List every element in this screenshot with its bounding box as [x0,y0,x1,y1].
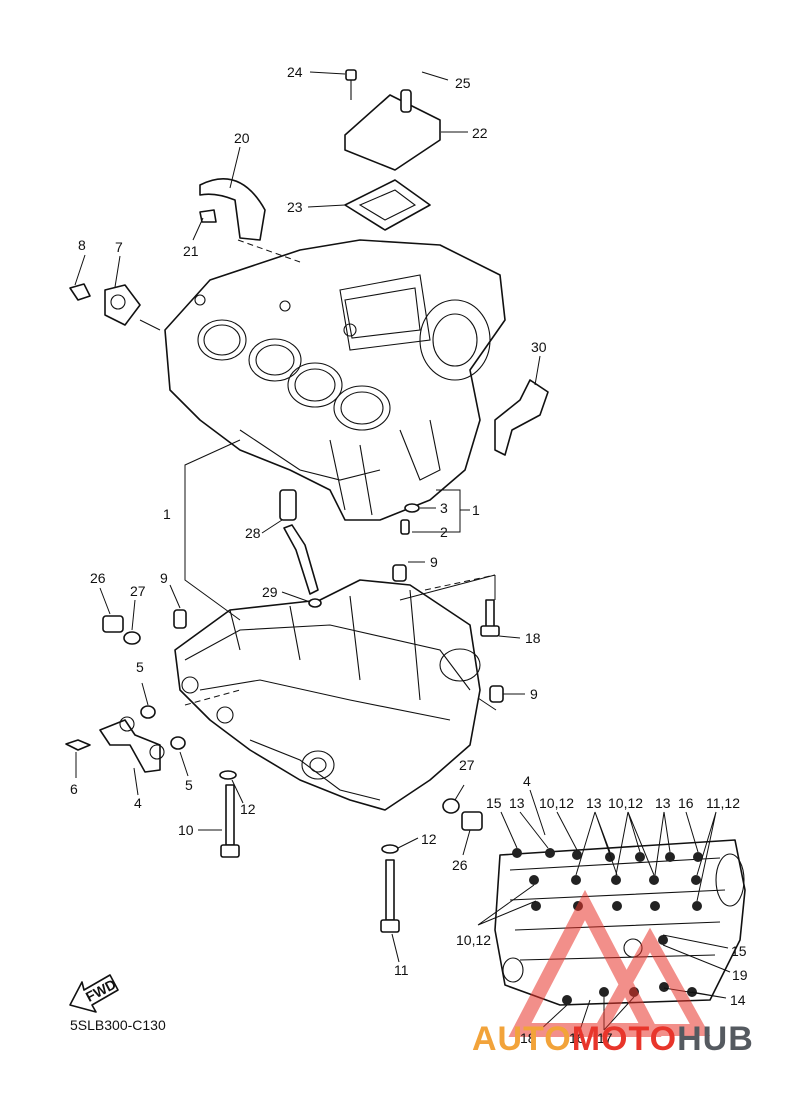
watermark-logo [508,889,711,1037]
callout-label: 1 [472,502,480,518]
callout-label: 11,12 [706,795,740,811]
callout-label: 9 [430,554,438,570]
o-rings [140,503,420,750]
callout-label: 13 [586,795,602,811]
callout-label: 4 [523,773,531,789]
callout-label: 16 [569,1030,585,1046]
callout-label: 12 [240,801,256,817]
callout-label: 25 [455,75,471,91]
watermark-part2: MOTO [571,1020,678,1058]
callout-label: 16 [678,795,694,811]
callout-label: 19 [732,967,748,983]
callout-label: 26 [452,857,468,873]
callout-label: 11 [394,962,409,978]
callout-label: 7 [115,239,123,255]
callout-label: 6 [70,781,78,797]
callout-label: 12 [421,831,437,847]
callout-label: 27 [459,757,475,773]
oil-level-gauge [279,489,319,595]
callout-label: 5 [185,777,193,793]
cover-plate [199,178,266,241]
callout-label: 13 [655,795,671,811]
watermark-part3: HUB [677,1020,754,1058]
callout-label: 8 [78,237,86,253]
callout-label: 17 [597,1030,613,1046]
callout-label: 2 [440,524,448,540]
callout-label: 14 [730,992,746,1008]
callout-label: 3 [440,500,448,516]
callout-label: 28 [245,525,261,541]
callout-label: 10,12 [539,795,574,811]
diagram-code: 5SLB300-C130 [70,1017,166,1033]
callout-label: 26 [90,570,106,586]
callout-label: 24 [287,64,303,80]
oil-pump-cover [104,284,141,326]
upper-crankcase [164,239,506,521]
callout-label: 10,12 [456,932,491,948]
callout-label: 10 [178,822,194,838]
callout-label: 9 [160,570,168,586]
watermark-part1: AUTO [472,1020,572,1058]
callout-label: 9 [530,686,538,702]
bolt-pattern-inset [477,789,746,1031]
callout-label: 18 [525,630,541,646]
chain-guide [494,379,549,456]
callout-label: 5 [136,659,144,675]
callout-label: 15 [486,795,502,811]
callout-label: 10,12 [608,795,643,811]
lower-crankcase [174,579,481,811]
callout-label: 18 [520,1030,536,1046]
callout-label: 27 [130,583,146,599]
callout-label: 22 [472,125,488,141]
breather-cover [344,89,441,171]
callout-label: 23 [287,199,303,215]
callout-label: 20 [234,130,250,146]
breather-gasket [344,179,431,231]
callout-label: 30 [531,339,547,355]
leader-lines [74,71,541,963]
callout-label: 4 [134,795,142,811]
drain-plugs [102,615,483,831]
callout-label: 13 [509,795,525,811]
callout-label: 1 [163,506,171,522]
callout-label: 15 [731,943,747,959]
dowel-pins [173,564,504,703]
bolts [65,69,500,933]
callout-labels: 24 25 22 23 20 21 8 7 30 3 1 2 1 28 9 26… [70,64,748,1046]
watermark-text: AUTOMOTOHUB [472,1020,754,1059]
callout-label: 21 [183,243,199,259]
oil-pipe [99,716,165,773]
fwd-arrow-icon: FWD [69,974,119,1013]
callout-label: 29 [262,584,278,600]
